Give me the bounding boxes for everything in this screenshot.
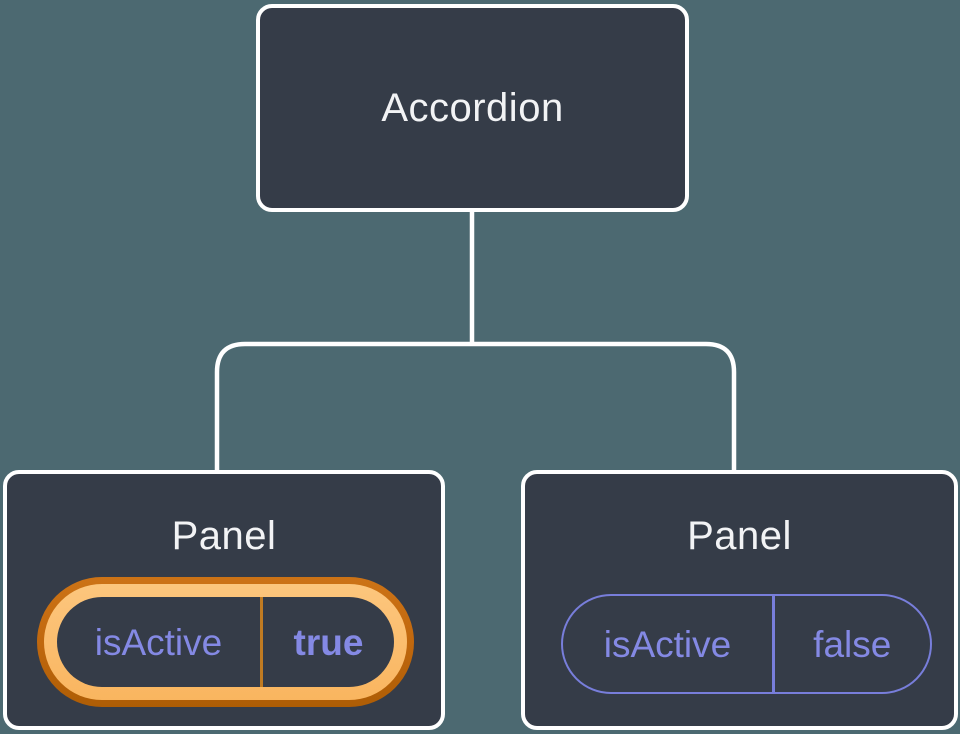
state-pill-active: isActive true <box>57 597 394 687</box>
state-key-label: isActive <box>603 623 732 665</box>
state-value-label: false <box>813 623 892 665</box>
connector-bracket <box>214 341 737 472</box>
accordion-node: Accordion <box>256 4 689 212</box>
panel-node-active: Panel isActive true <box>3 470 445 730</box>
state-pill-divider <box>260 597 263 687</box>
state-pill-highlight-ring: isActive true <box>37 577 414 707</box>
state-key-label: isActive <box>94 621 223 663</box>
panel-node-label: Panel <box>171 514 277 558</box>
state-pill-highlight-band: isActive true <box>44 584 407 700</box>
panel-node-label: Panel <box>687 514 792 558</box>
accordion-node-label: Accordion <box>381 86 564 130</box>
state-pill-divider <box>772 596 775 692</box>
state-value-label: true <box>293 621 364 663</box>
panel-node-inactive: Panel isActive false <box>521 470 958 730</box>
state-pill-inactive: isActive false <box>561 594 932 694</box>
